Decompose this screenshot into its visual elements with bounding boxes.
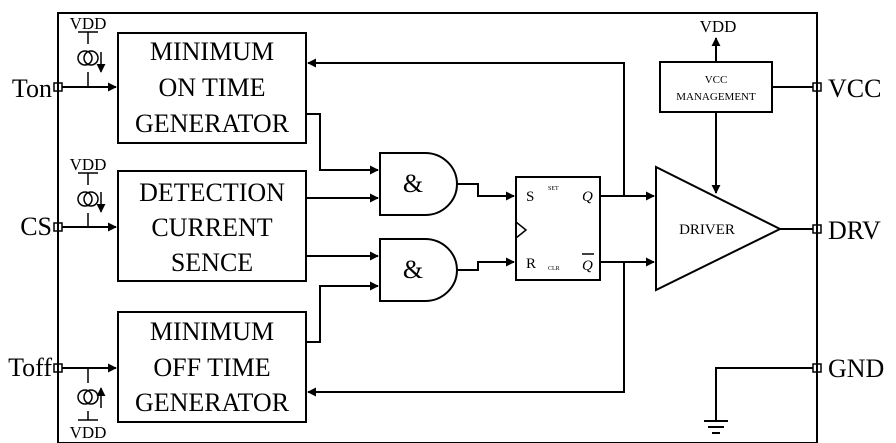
pin-vcc-label: VCC	[828, 74, 881, 103]
min-off-line-2: OFF TIME	[153, 353, 270, 382]
ff-q-label: Q	[582, 189, 593, 205]
detect-line-2: CURRENT	[151, 213, 272, 242]
ff-qbar-label: Q	[582, 258, 593, 274]
sr-flip-flop: S SET Q R CLR Q	[515, 176, 601, 281]
pin-gnd: GND	[704, 354, 884, 434]
wire-and-bottom-to-r	[457, 257, 515, 271]
ff-clr-label: CLR	[548, 266, 560, 272]
wire-and-top-to-s	[457, 183, 515, 201]
ground-icon	[704, 420, 728, 434]
min-on-time-generator: MINIMUM ON TIME GENERATOR	[117, 32, 307, 144]
min-off-time-generator: MINIMUM OFF TIME GENERATOR	[117, 311, 307, 423]
feedback-to-min-on	[307, 58, 625, 196]
and-symbol-bottom: &	[403, 255, 423, 284]
detection-current-sence-block: DETECTION CURRENT SENCE	[117, 170, 307, 282]
pin-toff: Toff	[8, 353, 117, 382]
vcc-mgmt-line-1: VCC	[705, 74, 728, 86]
current-source-toff: VDD	[70, 368, 107, 442]
vdd-label-ton: VDD	[70, 14, 107, 33]
min-on-line-2: ON TIME	[158, 73, 265, 102]
pin-drv-label: DRV	[828, 216, 881, 245]
ff-s-label: S	[526, 189, 534, 205]
pin-drv: DRV	[780, 216, 881, 245]
pin-ton: Ton	[12, 74, 117, 103]
vdd-label-toff: VDD	[70, 423, 107, 442]
and-gate-bottom: &	[379, 238, 458, 302]
feedback-to-min-off	[307, 262, 625, 397]
pin-cs: CS	[20, 212, 117, 241]
driver-label: DRIVER	[679, 222, 735, 238]
pin-toff-label: Toff	[8, 353, 52, 382]
pin-cs-label: CS	[20, 212, 52, 241]
min-on-line-1: MINIMUM	[150, 37, 274, 66]
and-gate-top: &	[379, 152, 458, 216]
ff-r-label: R	[526, 256, 536, 272]
and-symbol-top: &	[403, 169, 423, 198]
pin-vcc: VCC	[772, 74, 881, 103]
min-off-line-3: GENERATOR	[135, 388, 290, 417]
min-off-line-1: MINIMUM	[150, 317, 274, 346]
ff-set-label: SET	[548, 186, 559, 192]
current-source-ton: VDD	[70, 14, 107, 87]
wire-minon-to-and	[306, 113, 379, 175]
vdd-label-cs: VDD	[70, 155, 107, 174]
vcc-management-block: VCC MANAGEMENT VDD	[659, 17, 773, 194]
detect-line-3: SENCE	[171, 248, 253, 277]
pin-ton-label: Ton	[12, 74, 52, 103]
wire-minoff-to-and	[306, 281, 379, 343]
pin-gnd-label: GND	[828, 354, 884, 383]
current-source-cs: VDD	[70, 155, 107, 227]
driver-block: DRIVER	[655, 165, 783, 292]
vcc-mgmt-line-2: MANAGEMENT	[676, 91, 756, 103]
chip-boundary	[57, 12, 818, 443]
detect-line-1: DETECTION	[139, 178, 285, 207]
min-on-line-3: GENERATOR	[135, 109, 290, 138]
vdd-label-vcc: VDD	[700, 17, 737, 36]
